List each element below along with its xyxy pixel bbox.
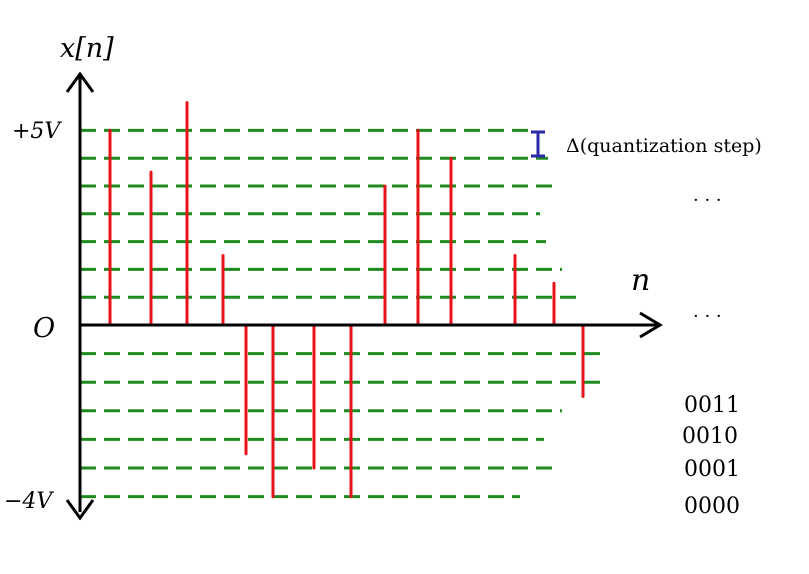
- binary-code-0010: 0010: [682, 424, 738, 449]
- y-axis-arrow-down: [65, 499, 95, 521]
- quantization-step-marker: [531, 130, 545, 158]
- y-axis-arrow-up: [65, 71, 95, 93]
- ellipsis-upper: · · ·: [693, 190, 722, 211]
- binary-code-0000: 0000: [684, 494, 740, 519]
- ellipsis-lower: · · ·: [693, 306, 722, 327]
- binary-code-0011: 0011: [684, 393, 740, 418]
- top-voltage-label: +5V: [12, 119, 62, 144]
- y-axis-label: x[n]: [60, 33, 114, 64]
- origin-label: O: [33, 313, 55, 344]
- bottom-voltage-label: −4V: [4, 489, 54, 514]
- binary-code-0001: 0001: [684, 457, 740, 482]
- quantization-step-label: Δ(quantization step): [566, 135, 762, 157]
- x-axis-arrow: [639, 311, 663, 339]
- sample-stems: [78, 101, 585, 499]
- x-axis-label: n: [631, 263, 650, 298]
- quantization-levels: [80, 128, 606, 499]
